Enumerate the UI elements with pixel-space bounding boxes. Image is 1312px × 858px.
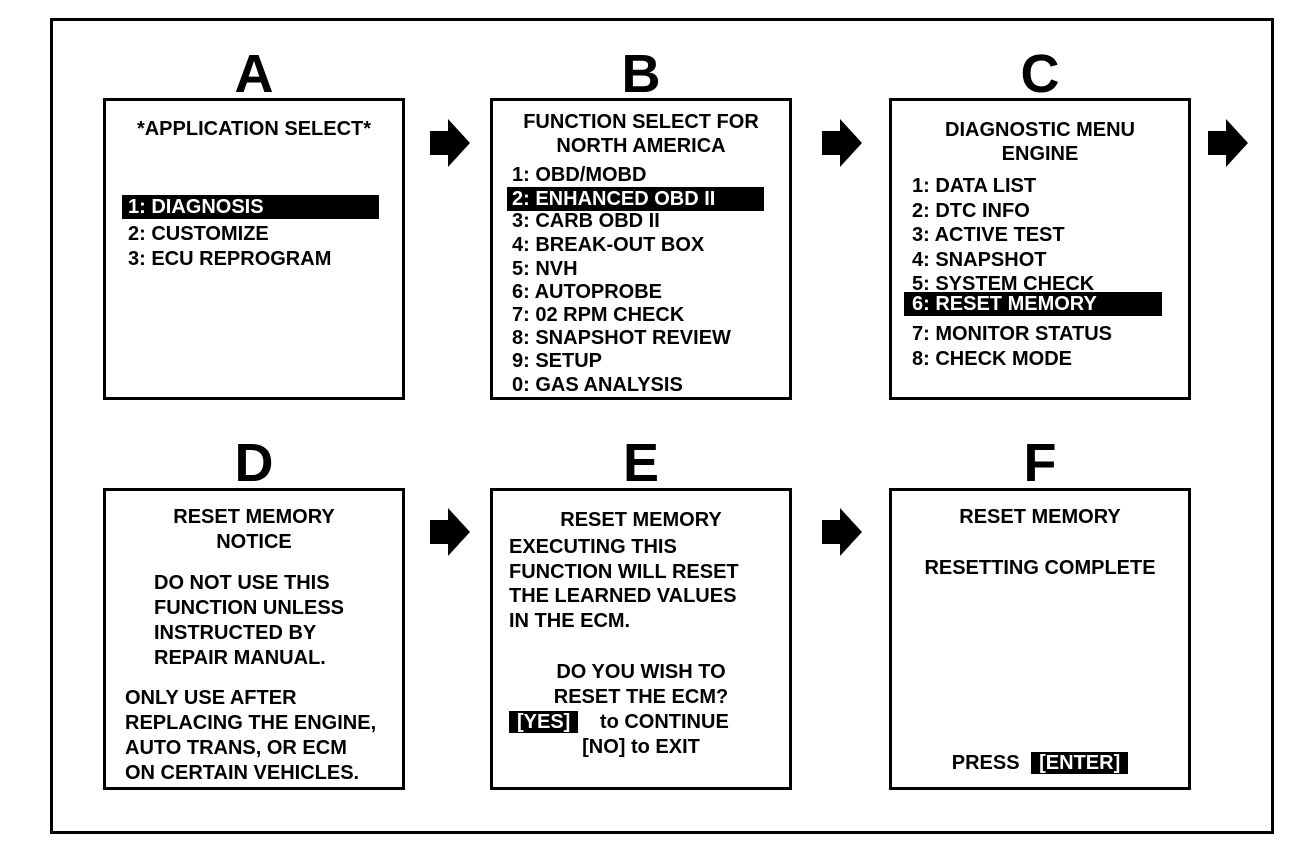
screen-c-item-8[interactable]: 8: CHECK MODE: [912, 348, 1073, 370]
screen-d-title-line-1: RESET MEMORY: [173, 506, 335, 528]
screen-a-title: *APPLICATION SELECT*: [136, 118, 372, 140]
screen-e-body-line-4: IN THE ECM.: [509, 610, 631, 632]
screen-b-item-2[interactable]: 2: ENHANCED OBD II: [512, 188, 716, 210]
press-text: PRESS: [951, 752, 1020, 774]
screen-b-item-7[interactable]: 7: 02 RPM CHECK: [512, 304, 685, 326]
screen-d: RESET MEMORY NOTICE DO NOT USE THIS FUNC…: [103, 488, 405, 790]
screen-b-item-1[interactable]: 1: OBD/MOBD: [512, 164, 647, 186]
screen-c-item-6[interactable]: 6: RESET MEMORY: [912, 293, 1097, 315]
screen-b-item-8[interactable]: 8: SNAPSHOT REVIEW: [512, 327, 731, 349]
panel-e-letter: E: [622, 433, 660, 493]
yes-continue-text: to CONTINUE: [599, 711, 729, 733]
screen-d-note-line-3: AUTO TRANS, OR ECM: [125, 737, 347, 759]
yes-key[interactable]: [YES]: [509, 711, 579, 733]
screen-b-item-3[interactable]: 3: CARB OBD II: [512, 210, 660, 232]
screen-e-question-line-1: DO YOU WISH TO: [556, 661, 726, 683]
screen-d-warning-line-1: DO NOT USE THIS: [154, 572, 330, 594]
screen-c-title-line-2: ENGINE: [1001, 143, 1079, 165]
screen-a: *APPLICATION SELECT* 1: DIAGNOSIS 2: CUS…: [103, 98, 405, 400]
panel-c-letter: C: [1020, 44, 1060, 104]
screen-e-question-line-2: RESET THE ECM?: [553, 686, 729, 708]
screen-a-item-2[interactable]: 2: CUSTOMIZE: [128, 223, 269, 245]
screen-d-warning-line-4: REPAIR MANUAL.: [154, 647, 326, 669]
screen-c-item-5[interactable]: 5: SYSTEM CHECK: [912, 273, 1095, 295]
screen-b-item-10[interactable]: 0: GAS ANALYSIS: [512, 374, 683, 396]
panel-b-letter: B: [621, 44, 661, 104]
screen-c: DIAGNOSTIC MENU ENGINE 1: DATA LIST 2: D…: [889, 98, 1191, 400]
right-arrow-icon: [822, 119, 862, 167]
screen-d-warning-line-2: FUNCTION UNLESS: [154, 597, 344, 619]
screen-c-item-3[interactable]: 3: ACTIVE TEST: [912, 224, 1065, 246]
screen-e-yes-row: [YES] to CONTINUE: [509, 710, 729, 734]
enter-key[interactable]: [ENTER]: [1031, 752, 1129, 774]
screen-b-title-line-1: FUNCTION SELECT FOR: [523, 111, 759, 133]
screen-b-item-6[interactable]: 6: AUTOPROBE: [512, 281, 663, 303]
panel-a-letter: A: [234, 44, 274, 104]
right-arrow-icon: [430, 508, 470, 556]
screen-c-item-2[interactable]: 2: DTC INFO: [912, 200, 1030, 222]
screen-d-note-line-4: ON CERTAIN VEHICLES.: [125, 762, 360, 784]
screen-e: RESET MEMORY EXECUTING THIS FUNCTION WIL…: [490, 488, 792, 790]
screen-d-title-line-2: NOTICE: [216, 531, 292, 553]
panel-f-letter: F: [1023, 433, 1057, 493]
screen-b-selected-bar: 2: ENHANCED OBD II: [507, 187, 764, 211]
screen-c-selected-bar: 6: RESET MEMORY: [904, 292, 1162, 316]
screen-d-warning-line-3: INSTRUCTED BY: [154, 622, 317, 644]
screen-f-title: RESET MEMORY: [959, 506, 1121, 528]
screen-c-item-7[interactable]: 7: MONITOR STATUS: [912, 323, 1112, 345]
screen-c-item-1[interactable]: 1: DATA LIST: [912, 175, 1037, 197]
right-arrow-icon: [1208, 119, 1248, 167]
screen-b-item-4[interactable]: 4: BREAK-OUT BOX: [512, 234, 705, 256]
screen-c-item-4[interactable]: 4: SNAPSHOT: [912, 249, 1047, 271]
screen-e-title: RESET MEMORY: [560, 509, 722, 531]
screen-a-item-1[interactable]: 1: DIAGNOSIS: [128, 196, 264, 218]
right-arrow-icon: [822, 508, 862, 556]
panel-d-letter: D: [234, 433, 274, 493]
screen-c-title-line-1: DIAGNOSTIC MENU: [945, 119, 1135, 141]
screen-d-note-line-2: REPLACING THE ENGINE,: [125, 712, 377, 734]
screen-e-body-line-1: EXECUTING THIS: [509, 536, 677, 558]
screen-b-item-5[interactable]: 5: NVH: [512, 258, 578, 280]
screen-e-body-line-3: THE LEARNED VALUES: [509, 585, 737, 607]
screen-a-selected-bar: 1: DIAGNOSIS: [122, 195, 379, 219]
screen-f-status: RESETTING COMPLETE: [924, 557, 1156, 579]
screen-f-press-row: PRESS [ENTER]: [892, 751, 1188, 775]
screen-f: RESET MEMORY RESETTING COMPLETE PRESS [E…: [889, 488, 1191, 790]
diagram-frame: [50, 18, 1274, 834]
screen-b-item-9[interactable]: 9: SETUP: [512, 350, 603, 372]
screen-a-item-3[interactable]: 3: ECU REPROGRAM: [128, 248, 332, 270]
screen-b: FUNCTION SELECT FOR NORTH AMERICA 1: OBD…: [490, 98, 792, 400]
screen-d-note-line-1: ONLY USE AFTER: [125, 687, 297, 709]
screen-e-body-line-2: FUNCTION WILL RESET: [509, 561, 739, 583]
screen-b-title-line-2: NORTH AMERICA: [556, 135, 726, 157]
screen-e-no-row[interactable]: [NO] to EXIT: [582, 736, 700, 758]
right-arrow-icon: [430, 119, 470, 167]
